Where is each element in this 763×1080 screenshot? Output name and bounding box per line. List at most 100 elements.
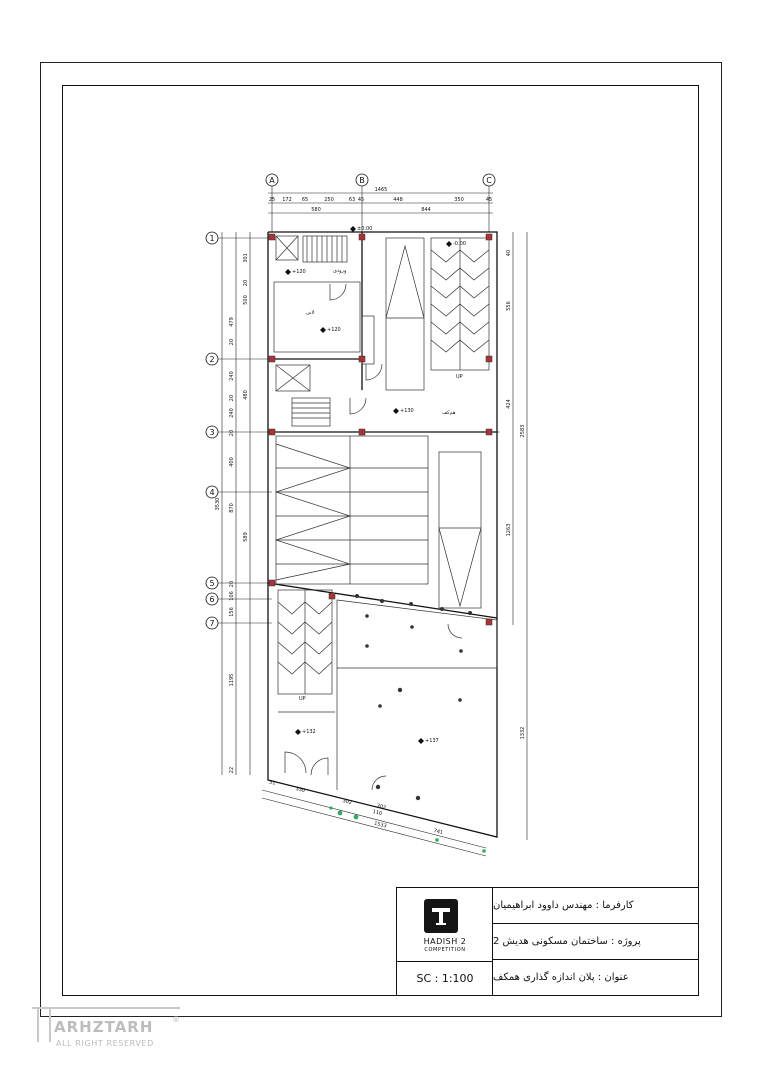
door-entrance-right <box>310 757 329 776</box>
dim-top-seg: 45 <box>358 197 364 203</box>
dim-right-seg: 424 <box>506 399 512 409</box>
dim-left-seg: 22 <box>229 767 235 773</box>
car-slot-upper <box>385 237 425 391</box>
door-main <box>371 775 387 791</box>
car-slot-lower <box>438 451 482 609</box>
grid-label-1: 1 <box>209 234 214 243</box>
dim-top-sub: 580 <box>311 207 321 213</box>
dim-left-outer: 589 <box>243 532 249 542</box>
dim-top-seg: 65 <box>302 197 308 203</box>
dim-bottom: 302 <box>376 803 387 811</box>
grid-label-7: 7 <box>209 619 214 628</box>
drawing-scale: SC : 1:100 <box>397 961 493 995</box>
dim-top-total: 1465 <box>375 187 388 193</box>
grid-label-5: 5 <box>209 579 214 588</box>
dim-left-seg: 400 <box>229 457 235 467</box>
watermark-rights: ALL RIGHT RESERVED <box>56 1039 154 1048</box>
dim-left-outer: 480 <box>243 390 249 400</box>
dim-bottom: 110 <box>372 809 383 817</box>
dim-bottom: 330 <box>295 786 306 794</box>
dim-left-seg: 1195 <box>229 674 235 687</box>
title-block-logo-cell: HADISH 2 COMPETITION SC : 1:100 <box>397 888 493 995</box>
door-lobby <box>329 283 347 301</box>
dim-top-seg: 45 <box>486 197 492 203</box>
dim-left-seg: 20 <box>229 339 235 345</box>
door-hall <box>447 623 463 639</box>
dim-left-seg: 20 <box>229 581 235 587</box>
building-outline <box>267 231 498 838</box>
grid-label-4: 4 <box>209 488 214 497</box>
dim-left-seg: 500 <box>243 295 249 305</box>
parking-area-lower <box>275 435 429 585</box>
dim-bottom: 51 <box>268 779 276 786</box>
drawing-sheet-outer-border <box>40 62 722 1017</box>
door-entrance-left <box>284 751 307 774</box>
dim-left-seg: 870 <box>229 503 235 513</box>
watermark-registered-icon: ® <box>172 1015 180 1024</box>
dim-left-seg: 240 <box>229 371 235 381</box>
grid-label-c: C <box>486 176 492 185</box>
dim-left-seg: 20 <box>229 430 235 436</box>
dim-right-seg: 1263 <box>506 524 512 537</box>
door-parking <box>365 363 383 381</box>
grid-bubble-5 <box>205 576 219 590</box>
level-mark: ±0.00 <box>357 226 372 232</box>
dim-top-seg: 172 <box>282 197 292 203</box>
level-mark: -0.00 <box>453 241 466 247</box>
dim-left-seg: 106 <box>229 591 235 601</box>
grid-bubble-3 <box>205 425 219 439</box>
grid-bubble-2 <box>205 352 219 366</box>
dim-top-seg: 25 <box>269 197 275 203</box>
column-strip <box>361 315 375 365</box>
drawing-sheet-inner-border <box>62 85 699 996</box>
grid-label-b: B <box>359 176 365 185</box>
dim-top-sub: 844 <box>421 207 431 213</box>
dim-left-seg: 240 <box>229 408 235 418</box>
level-mark: +120 <box>327 327 341 333</box>
entrance-hall <box>336 599 498 669</box>
stair-up-label: UP <box>456 374 463 380</box>
logo-subtitle: COMPETITION <box>424 947 466 953</box>
lift-shaft-lower <box>275 364 311 392</box>
room-label-lobby: لابی <box>306 310 315 316</box>
dim-left-seg: 20 <box>229 395 235 401</box>
employer-row: کارفرما : مهندس داوود ابراهیمیان <box>493 888 698 924</box>
grid-label-a: A <box>269 176 275 185</box>
dim-left-seg: 479 <box>229 317 235 327</box>
door-stair-mid <box>349 397 367 415</box>
grid-bubble-6 <box>205 592 219 606</box>
dim-left-seg: 20 <box>243 280 249 286</box>
lobby-room <box>273 281 361 353</box>
dim-right-seg: 40 <box>506 250 512 256</box>
level-mark: +137 <box>425 738 439 744</box>
dim-right-total: 2583 <box>520 425 526 438</box>
level-mark: +120 <box>292 269 306 275</box>
project-row: پروژه : ساختمان مسکونی هدیش 2 <box>493 924 698 960</box>
grid-bubble-7 <box>205 616 219 630</box>
stair-upper-left <box>302 235 348 263</box>
grid-label-3: 3 <box>209 428 214 437</box>
bottom-dim-line-1 <box>261 789 487 849</box>
watermark-brand: ARHZTARH <box>54 1018 153 1036</box>
title-block: HADISH 2 COMPETITION SC : 1:100 کارفرما … <box>396 887 699 996</box>
grid-label-6: 6 <box>209 595 214 604</box>
logo-title: HADISH 2 <box>423 937 467 946</box>
arhztarh-watermark: ARHZTARH ALL RIGHT RESERVED ® <box>32 1007 180 1048</box>
drawing-title-row: عنوان : پلان اندازه گذاری همکف <box>493 972 629 983</box>
level-mark: +132 <box>302 729 316 735</box>
lift-shaft-upper <box>275 235 299 261</box>
dim-top-seg: 63 <box>349 197 355 203</box>
room-label-parking: هم‌کف <box>442 410 456 416</box>
grid-bubble-a <box>265 173 279 187</box>
bottom-dim-line-2 <box>261 797 487 857</box>
level-mark: +130 <box>400 408 414 414</box>
dim-left-seg: 156 <box>229 607 235 617</box>
dim-top-seg: 250 <box>324 197 334 203</box>
dim-right-seg: 556 <box>506 301 512 311</box>
dim-top-seg: 350 <box>454 197 464 203</box>
grid-bubble-b <box>355 173 369 187</box>
grid-bubble-1 <box>205 231 219 245</box>
stair-middle <box>291 397 331 427</box>
stair-up-label: UP <box>299 696 306 702</box>
